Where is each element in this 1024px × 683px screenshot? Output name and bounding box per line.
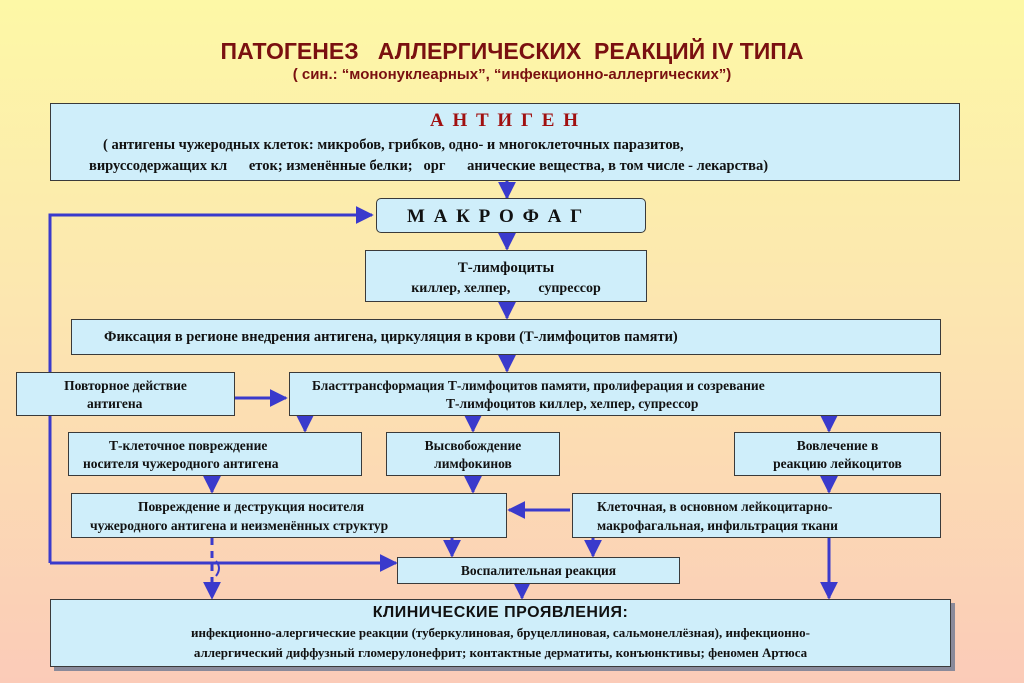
lymphokines-line2: лимфокинов bbox=[434, 456, 512, 471]
page-title: ПАТОГЕНЕЗ АЛЛЕРГИЧЕСКИХ РЕАКЦИЙ IV ТИПА bbox=[220, 38, 804, 64]
inflammation-box: Воспалительная реакция bbox=[397, 557, 680, 584]
clinical-line2: аллергический диффузный гломерулонефрит;… bbox=[193, 645, 808, 660]
lymphokines-box: Высвобождение лимфокинов bbox=[386, 432, 560, 476]
antigen-line1: ( антигены чужеродных клеток: микробов, … bbox=[103, 137, 684, 153]
infiltration-box: Клеточная, в основном лейкоцитарно- макр… bbox=[572, 493, 941, 538]
leukocytes-line2: реакцию лейкоцитов bbox=[773, 456, 902, 471]
destruction-line2: чужеродного антигена и неизменённых стру… bbox=[90, 518, 389, 533]
antigen-line2: вируссодержащих кл еток; изменённые белк… bbox=[89, 158, 769, 174]
fixation-line1: Фиксация в регионе внедрения антигена, ц… bbox=[104, 329, 678, 345]
leukocytes-box: Вовлечение в реакцию лейкоцитов bbox=[734, 432, 941, 476]
blast-line2: Т-лимфоцитов киллер, хелпер, супрессор bbox=[446, 396, 699, 411]
blast-box: Бласттрансформация Т-лимфоцитов памяти, … bbox=[289, 372, 941, 416]
antigen-title: А Н Т И Г Е Н bbox=[430, 110, 580, 131]
clinical-line1: инфекционно-алергические реакции (туберк… bbox=[191, 625, 810, 640]
repeat-box: Повторное действие антигена bbox=[16, 372, 235, 416]
repeat-line2: антигена bbox=[87, 396, 143, 411]
macrophage-box: М А К Р О Ф А Г bbox=[376, 198, 646, 233]
destruction-line1: Повреждение и деструкция носителя bbox=[138, 499, 365, 514]
bracket-mark bbox=[215, 560, 220, 577]
tcell-damage-box: Т-клеточное повреждение носителя чужерод… bbox=[68, 432, 362, 476]
tcell-damage-line1: Т-клеточное повреждение bbox=[109, 438, 268, 453]
page-subtitle: ( син.: “мононуклеарных”, “инфекционно-а… bbox=[292, 66, 732, 83]
destruction-box: Повреждение и деструкция носителя чужеро… bbox=[71, 493, 507, 538]
tlymph-line2: киллер, хелпер, супрессор bbox=[411, 281, 601, 296]
leukocytes-line1: Вовлечение в bbox=[796, 438, 879, 453]
clinical-title: КЛИНИЧЕСКИЕ ПРОЯВЛЕНИЯ: bbox=[372, 604, 629, 621]
blast-line1: Бласттрансформация Т-лимфоцитов памяти, … bbox=[312, 378, 765, 393]
infiltration-line2: макрофагальная, инфильтрация ткани bbox=[597, 518, 838, 533]
macrophage-title: М А К Р О Ф А Г bbox=[407, 206, 585, 227]
arrow-loop-macrophage bbox=[48, 206, 374, 563]
infiltration-line1: Клеточная, в основном лейкоцитарно- bbox=[597, 499, 833, 514]
antigen-box: А Н Т И Г Е Н ( антигены чужеродных клет… bbox=[50, 103, 960, 181]
fixation-box: Фиксация в регионе внедрения антигена, ц… bbox=[71, 319, 941, 355]
repeat-line1: Повторное действие bbox=[64, 378, 187, 393]
tcell-damage-line2: носителя чужеродного антигена bbox=[83, 456, 279, 471]
clinical-box: КЛИНИЧЕСКИЕ ПРОЯВЛЕНИЯ: инфекционно-алер… bbox=[50, 599, 951, 667]
lymphokines-line1: Высвобождение bbox=[424, 438, 522, 453]
inflammation-line1: Воспалительная реакция bbox=[460, 563, 617, 578]
tlymph-box: Т-лимфоциты киллер, хелпер, супрессор bbox=[365, 250, 647, 302]
tlymph-line1: Т-лимфоциты bbox=[457, 260, 555, 276]
